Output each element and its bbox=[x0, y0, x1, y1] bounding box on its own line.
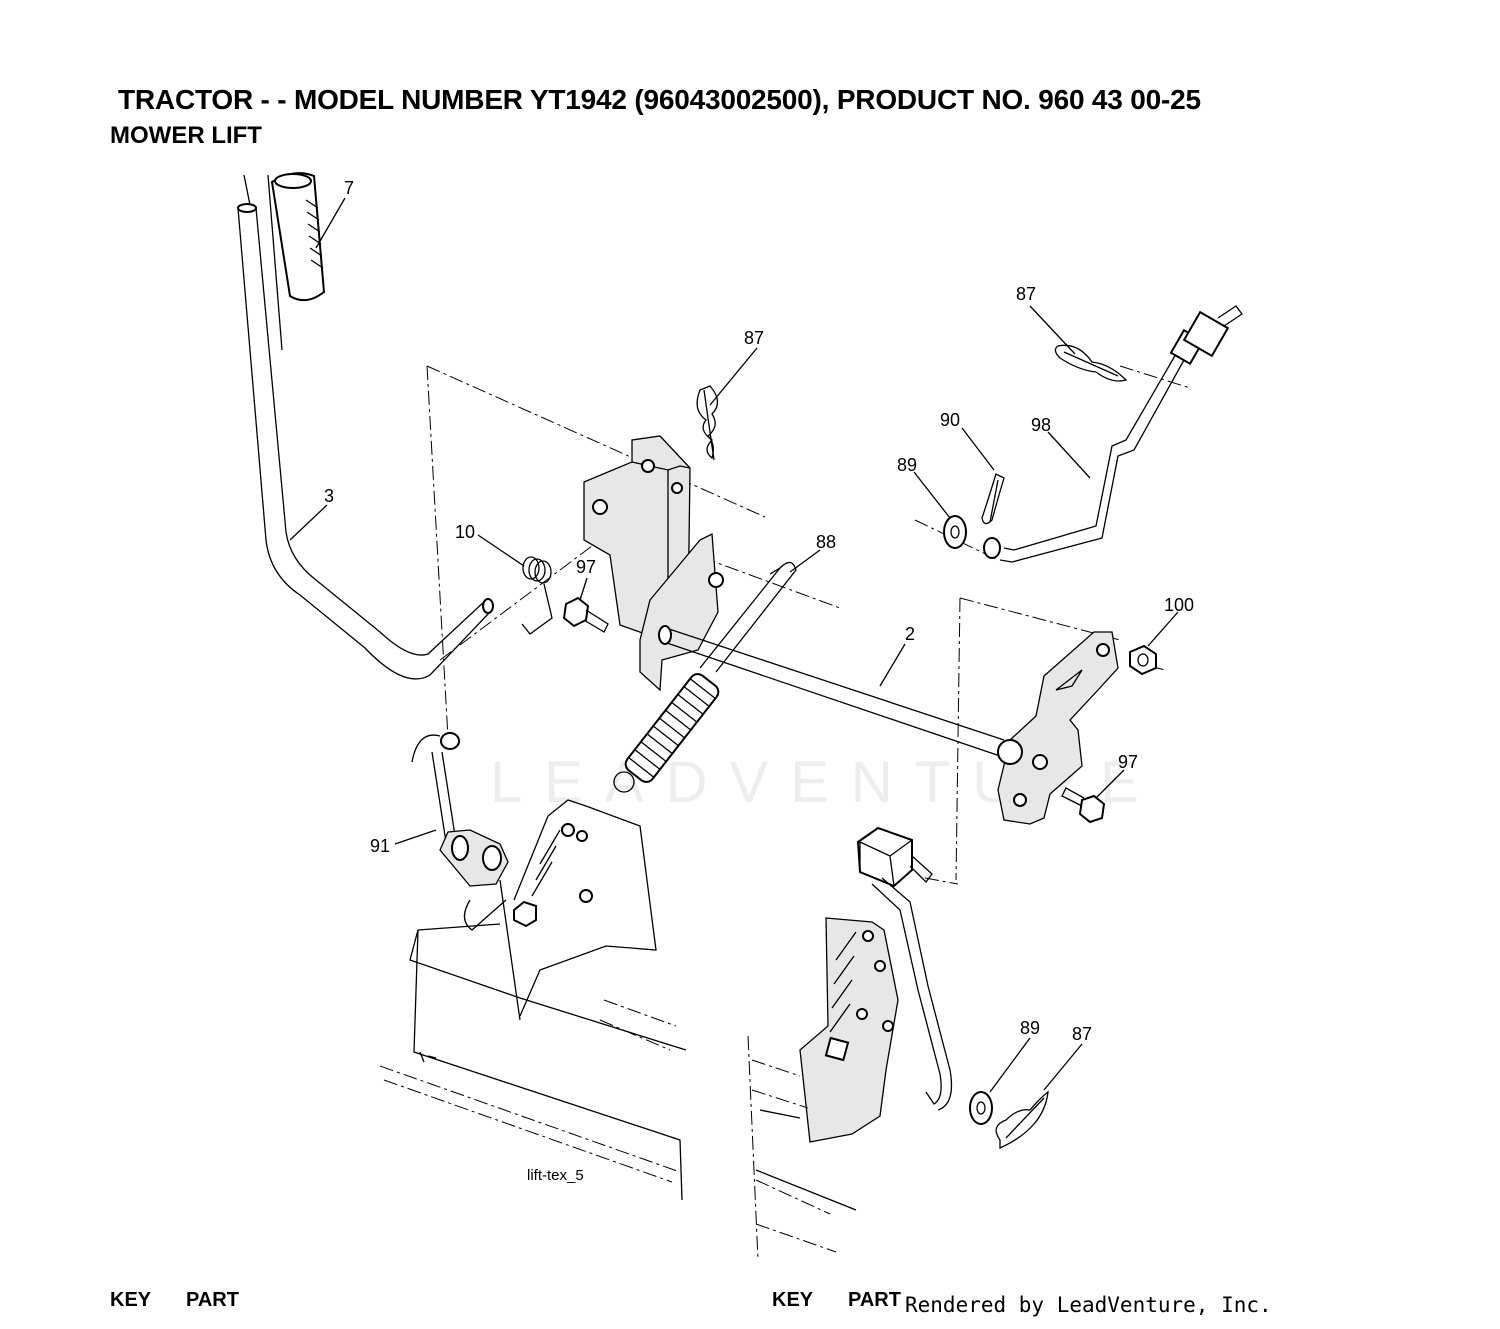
hairpin-part-87-right[interactable] bbox=[1054, 344, 1128, 382]
callout-97-lower: 97 bbox=[1118, 752, 1138, 772]
left-deck bbox=[379, 923, 687, 1201]
hairpin-part-87-upper[interactable] bbox=[696, 385, 719, 461]
lift-bracket[interactable] bbox=[583, 435, 724, 692]
deck-lift-rod[interactable] bbox=[871, 877, 953, 1111]
spring-part-10[interactable] bbox=[521, 556, 553, 635]
washer-part-89-lower[interactable] bbox=[969, 1091, 993, 1125]
page-subtitle: MOWER LIFT bbox=[110, 122, 262, 149]
bolt-part-97-upper[interactable] bbox=[562, 596, 609, 633]
right-deck bbox=[747, 1035, 857, 1261]
leader-lines bbox=[289, 197, 1179, 1093]
callout-7: 7 bbox=[344, 178, 354, 198]
callout-2: 2 bbox=[905, 624, 915, 644]
callout-10: 10 bbox=[455, 522, 475, 542]
key-header-left: KEY bbox=[110, 1289, 152, 1311]
right-deck-bracket[interactable] bbox=[799, 917, 899, 1143]
washer-part-89-upper[interactable] bbox=[943, 515, 967, 549]
bolt-part-97-lower[interactable] bbox=[1061, 787, 1106, 824]
callout-91: 91 bbox=[370, 836, 390, 856]
left-deck-bracket[interactable] bbox=[463, 799, 657, 1021]
callout-87-lower: 87 bbox=[1072, 1024, 1092, 1044]
adjust-rod-part-98[interactable] bbox=[983, 305, 1243, 563]
extension-spring-part-88[interactable] bbox=[613, 561, 797, 793]
nut-part-100[interactable] bbox=[1129, 644, 1157, 676]
handle-grip-part-7[interactable] bbox=[243, 172, 326, 351]
pin-part-90[interactable] bbox=[981, 473, 1005, 525]
callout-97-upper: 97 bbox=[576, 557, 596, 577]
page-title: TRACTOR - - MODEL NUMBER YT1942 (9604300… bbox=[118, 84, 1201, 115]
hairpin-part-87-lower[interactable] bbox=[995, 1090, 1049, 1150]
drawing-reference: lift-tex_5 bbox=[527, 1167, 584, 1184]
callout-100: 100 bbox=[1164, 595, 1194, 615]
callouts: 7 87 87 3 10 97 88 90 98 89 2 100 97 91 … bbox=[324, 178, 1194, 1044]
callout-3: 3 bbox=[324, 486, 334, 506]
part-header-left: PART bbox=[186, 1289, 239, 1311]
link-part-91[interactable] bbox=[411, 732, 509, 887]
lift-handle-part-3[interactable] bbox=[237, 203, 494, 680]
key-header-right: KEY bbox=[772, 1289, 814, 1311]
rendered-by-credit: Rendered by LeadVenture, Inc. bbox=[905, 1293, 1272, 1317]
callout-88: 88 bbox=[816, 532, 836, 552]
callout-90: 90 bbox=[940, 410, 960, 430]
callout-89-lower: 89 bbox=[1020, 1018, 1040, 1038]
callout-98: 98 bbox=[1031, 415, 1051, 435]
callout-87-right: 87 bbox=[1016, 284, 1036, 304]
lift-shaft-part-2[interactable] bbox=[658, 625, 1005, 757]
trunnion-block[interactable] bbox=[856, 826, 933, 888]
right-lift-arm[interactable] bbox=[997, 631, 1119, 825]
callout-87-upper: 87 bbox=[744, 328, 764, 348]
callout-89-upper: 89 bbox=[897, 455, 917, 475]
part-header-right: PART bbox=[848, 1289, 901, 1311]
